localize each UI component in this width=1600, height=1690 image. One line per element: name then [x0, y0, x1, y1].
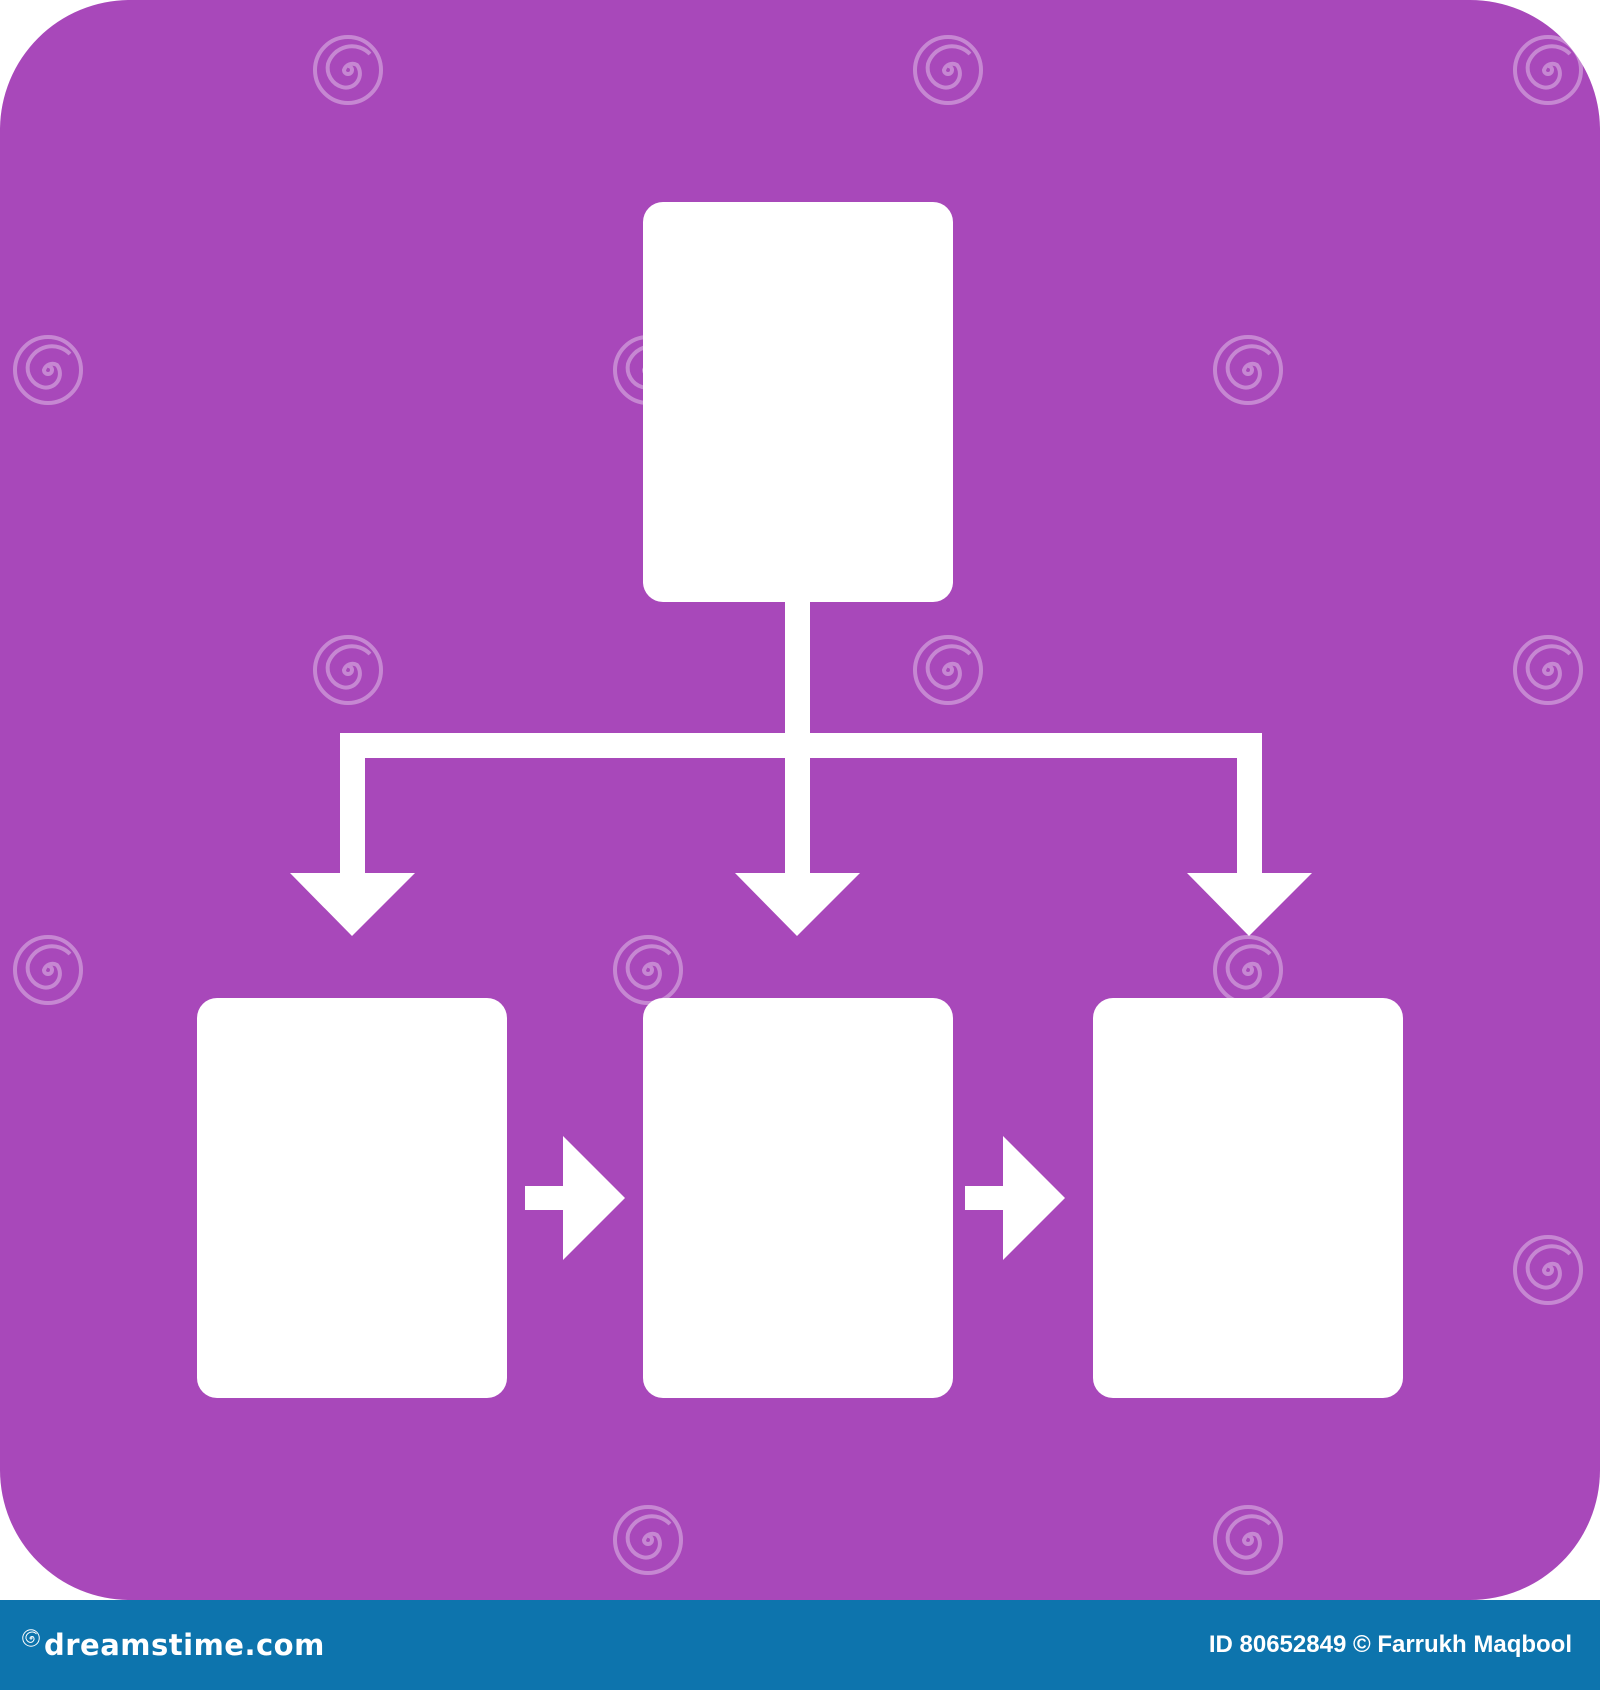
brand-logo[interactable]: dreamstime.com — [22, 1628, 325, 1662]
down-arrow-left-icon — [290, 873, 415, 936]
right-arrow-center-to-right-icon — [965, 1136, 1065, 1260]
bottom-box-right — [1093, 998, 1403, 1398]
bottom-box-left — [197, 998, 507, 1398]
top-box — [643, 202, 953, 602]
spiral-logo-icon — [22, 1629, 40, 1647]
author-name: Farrukh Maqbool — [1377, 1631, 1572, 1658]
flowchart-icon-tile — [0, 0, 1600, 1600]
down-arrow-center-icon — [735, 873, 860, 936]
image-id: ID 80652849 — [1208, 1631, 1347, 1658]
copyright-symbol: © — [1352, 1631, 1371, 1658]
footer-bar: dreamstime.com ID 80652849 © Farrukh Maq… — [0, 1600, 1600, 1690]
brand-text: dreamstime.com — [44, 1628, 325, 1662]
connector-lines — [340, 598, 1262, 878]
image-credit: ID 80652849 © Farrukh Maqbool — [1209, 1631, 1572, 1659]
bottom-box-center — [643, 998, 953, 1398]
down-arrow-right-icon — [1187, 873, 1312, 936]
right-arrow-left-to-center-icon — [525, 1136, 625, 1260]
